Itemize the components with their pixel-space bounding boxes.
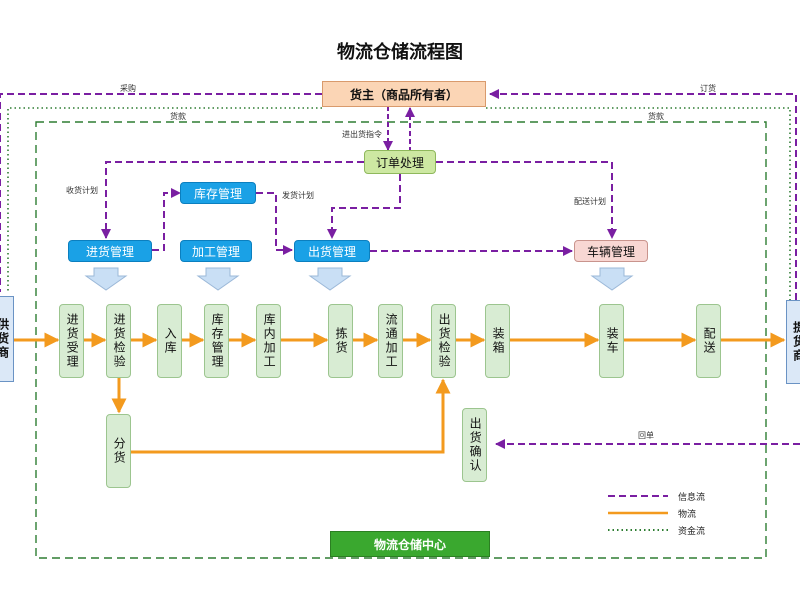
label-payment-left: 货款: [170, 112, 186, 121]
down-arrow-vehicle: [590, 267, 634, 291]
info-flow-order: [489, 89, 797, 300]
label-ship-plan: 发货计划: [282, 191, 314, 200]
inbound-mgmt-box: 进货管理: [68, 240, 152, 262]
step-split: 分货: [106, 414, 131, 488]
step-confirm: 出货确认: [462, 408, 487, 482]
owner-box: 货主（商品所有者）: [322, 81, 486, 107]
down-arrow-outbound: [308, 267, 352, 291]
step-pack: 装箱: [485, 304, 510, 378]
label-purchase: 采购: [120, 84, 136, 93]
step-process: 库内加工: [256, 304, 281, 378]
step-load: 装车: [599, 304, 624, 378]
fund-flow-line-right: [486, 107, 791, 300]
step-inspect: 进货检验: [106, 304, 131, 378]
legend-info-label: 信息流: [678, 493, 706, 503]
info-flow-inbound-inventory: [152, 188, 181, 251]
order-processing-box: 订单处理: [364, 150, 436, 174]
legend-material-label: 物流: [678, 510, 697, 520]
down-arrow-processing: [196, 267, 240, 291]
step-receive: 进货受理: [59, 304, 84, 378]
warehouse-center-label: 物流仓储中心: [330, 531, 490, 557]
supplier-box: 供货商: [0, 296, 14, 382]
inventory-mgmt-box: 库存管理: [180, 182, 256, 204]
step-circ: 流通加工: [378, 304, 403, 378]
label-order-right: 订货: [700, 84, 716, 93]
info-flow-inventory-outbound: [256, 192, 293, 255]
info-flow-order-vehicle: [436, 161, 617, 239]
legend-fund-label: 资金流: [678, 527, 706, 537]
step-stock: 库存管理: [204, 304, 229, 378]
vehicle-mgmt-box: 车辆管理: [574, 240, 648, 262]
label-inout-cmd: 进出货指令: [342, 130, 382, 139]
label-receipt: 回单: [638, 431, 654, 440]
processing-mgmt-box: 加工管理: [180, 240, 252, 262]
customer-box: 提货商: [786, 300, 800, 384]
material-flow-split-outinspect: [131, 378, 451, 454]
step-pick: 拣货: [328, 304, 353, 378]
label-payment-right: 货款: [648, 112, 664, 121]
step-putaway: 入库: [157, 304, 182, 378]
outbound-mgmt-box: 出货管理: [294, 240, 370, 262]
diagram-title: 物流仓储流程图: [337, 42, 463, 63]
down-arrow-inbound: [84, 267, 128, 291]
info-flow-order-outbound: [327, 174, 401, 239]
step-outinspect: 出货检验: [431, 304, 456, 378]
step-deliver: 配送: [696, 304, 721, 378]
fund-flow-line-left: [7, 107, 322, 292]
info-flow-order-inbound: [101, 161, 364, 239]
label-receive-plan: 收货计划: [66, 186, 98, 195]
label-delivery-plan: 配送计划: [574, 197, 606, 206]
